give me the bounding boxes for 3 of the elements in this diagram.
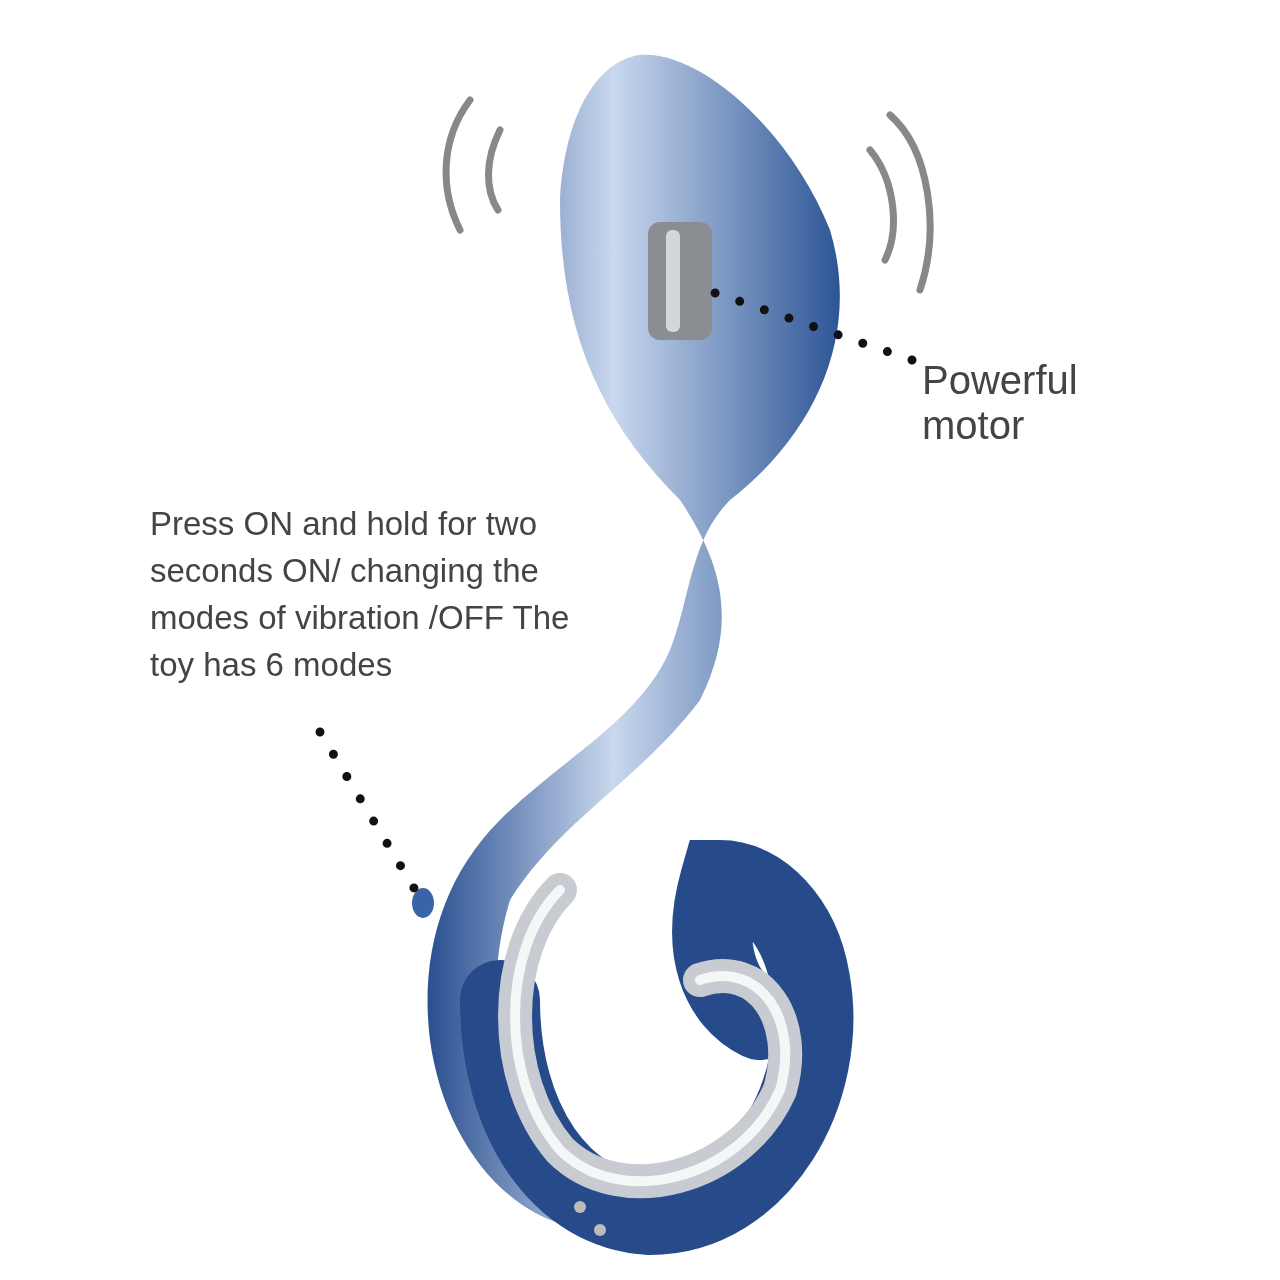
leader-line [315,727,419,893]
callout-text: Powerful motor [922,358,1079,448]
callout-text: Press ON and hold for two seconds ON/ changing the modes of vibration /OFF The toy has 6 modes [150,504,571,685]
